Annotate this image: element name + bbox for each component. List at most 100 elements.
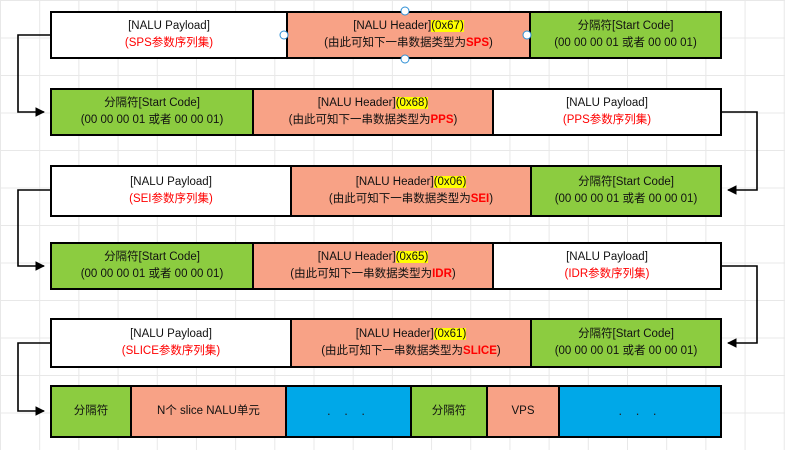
cell-nalu-header-idr[interactable]: [NALU Header](0x65) (由此可知下一串数据类型为IDR) — [252, 244, 492, 288]
header-note-suffix: ) — [453, 114, 458, 126]
paren-close: ) — [647, 114, 652, 126]
header-note-suffix: ) — [451, 268, 456, 280]
bottom-cell-label: 分隔符 — [73, 405, 109, 418]
bottom-cell-ellipsis-1[interactable]: . . . — [285, 387, 410, 436]
cell-nalu-payload-idr[interactable]: [NALU Payload] (IDR参数序列集) — [492, 244, 720, 288]
header-type: SPS — [465, 37, 489, 49]
payload-title: [NALU Payload] — [566, 251, 648, 264]
nalu-row-idr[interactable]: 分隔符[Start Code] (00 00 00 01 或者 00 00 01… — [50, 242, 722, 290]
header-note-prefix: (由此可知下一串数据类型为 — [288, 114, 431, 126]
header-type: IDR — [432, 268, 452, 280]
header-hex: (0x65) — [395, 251, 429, 264]
cell-start-code-pps[interactable]: 分隔符[Start Code] (00 00 00 01 或者 00 00 01… — [52, 90, 252, 134]
cell-start-code-sps[interactable]: 分隔符[Start Code] (00 00 00 01 或者 00 00 01… — [529, 13, 720, 57]
cell-start-code-sei[interactable]: 分隔符[Start Code] (00 00 00 01 或者 00 00 01… — [530, 167, 720, 215]
header-title: [NALU Header] — [355, 176, 434, 189]
header-note-line: (由此可知下一串数据类型为IDR) — [290, 266, 455, 283]
wire-idr-to-slice — [722, 265, 758, 348]
paren-close: ) — [209, 37, 214, 49]
payload-title: [NALU Payload] — [128, 20, 210, 33]
bottom-cell-slice-units[interactable]: N个 slice NALU单元 — [130, 387, 285, 436]
cell-nalu-payload-slice[interactable]: [NALU Payload] (SLICE参数序列集) — [52, 320, 290, 366]
paren-close: ) — [645, 268, 650, 280]
header-note-suffix: ) — [489, 37, 493, 49]
payload-sub-text: IDR参数序列集 — [568, 268, 646, 280]
cell-nalu-header-sps[interactable]: [NALU Header](0x67) (由此可知下一串数据类型为SPS) — [286, 13, 529, 57]
header-note-line: (由此可知下一串数据类型为SLICE) — [321, 343, 501, 360]
header-type: PPS — [430, 114, 454, 126]
header-hex: (0x67) — [431, 20, 464, 33]
payload-subtitle: (SLICE参数序列集) — [122, 343, 220, 360]
startcode-value: (00 00 00 01 或者 00 00 01) — [80, 114, 224, 126]
startcode-value: (00 00 00 01 或者 00 00 01) — [80, 268, 224, 280]
startcode-title: 分隔符[Start Code] — [578, 328, 674, 341]
bottom-cell-label: . . . — [326, 403, 371, 419]
nalu-row-slice[interactable]: [NALU Payload] (SLICE参数序列集) [NALU Header… — [50, 318, 722, 368]
header-title: [NALU Header] — [355, 328, 434, 341]
header-note-suffix: ) — [489, 193, 494, 205]
paren-open: ( — [121, 345, 126, 357]
header-hex: (0x61) — [433, 328, 467, 341]
header-title-line: [NALU Header](0x68) — [318, 95, 429, 112]
wire-pps-to-sei — [722, 111, 758, 195]
nalu-row-sei[interactable]: [NALU Payload] (SEI参数序列集) [NALU Header](… — [50, 165, 722, 217]
cell-start-code-slice[interactable]: 分隔符[Start Code] (00 00 00 01 或者 00 00 01… — [530, 320, 720, 366]
paren-open: ( — [564, 268, 569, 280]
header-title: [NALU Header] — [317, 97, 396, 110]
header-note-prefix: (由此可知下一串数据类型为 — [324, 37, 466, 49]
startcode-title: 分隔符[Start Code] — [104, 251, 200, 264]
cell-nalu-payload-sps[interactable]: [NALU Payload] (SPS参数序列集) — [52, 13, 286, 57]
bottom-cell-start-code-2[interactable]: 分隔符 — [410, 387, 486, 436]
bottom-cell-start-code-1[interactable]: 分隔符 — [52, 387, 130, 436]
wire-slice-to-bottom — [17, 342, 50, 416]
bottom-cell-label: VPS — [511, 405, 535, 418]
paren-open: ( — [562, 114, 567, 126]
header-type: SLICE — [463, 345, 497, 357]
bottom-cell-label: 分隔符 — [431, 405, 467, 418]
payload-subtitle: (PPS参数序列集) — [563, 112, 651, 129]
startcode-value: (00 00 00 01 或者 00 00 01) — [554, 193, 698, 205]
selection-handle-bottom[interactable] — [400, 54, 410, 64]
cell-nalu-payload-sei[interactable]: [NALU Payload] (SEI参数序列集) — [52, 167, 290, 215]
header-note-line: (由此可知下一串数据类型为PPS) — [289, 112, 458, 129]
cell-nalu-header-sei[interactable]: [NALU Header](0x06) (由此可知下一串数据类型为SEI) — [290, 167, 530, 215]
startcode-title: 分隔符[Start Code] — [578, 176, 674, 189]
cell-nalu-payload-pps[interactable]: [NALU Payload] (PPS参数序列集) — [492, 90, 720, 134]
bottom-cell-label: . . . — [618, 403, 662, 419]
header-note-suffix: ) — [496, 345, 501, 357]
payload-title: [NALU Payload] — [130, 328, 212, 341]
payload-subtitle: (SEI参数序列集) — [129, 191, 213, 208]
wire-sps-to-pps — [17, 34, 50, 117]
startcode-value: (00 00 00 01 或者 00 00 01) — [554, 345, 698, 357]
startcode-value: (00 00 00 01 或者 00 00 01) — [554, 37, 697, 49]
cell-start-code-idr[interactable]: 分隔符[Start Code] (00 00 00 01 或者 00 00 01… — [52, 244, 252, 288]
paren-open: ( — [129, 193, 133, 205]
paren-open: ( — [124, 37, 129, 49]
payload-sub-text: SLICE参数序列集 — [125, 345, 217, 357]
header-title-line: [NALU Header](0x67) — [353, 18, 464, 35]
cell-nalu-header-pps[interactable]: [NALU Header](0x68) (由此可知下一串数据类型为PPS) — [252, 90, 492, 134]
header-title-line: [NALU Header](0x06) — [356, 174, 467, 191]
header-note-line: (由此可知下一串数据类型为SEI) — [329, 191, 493, 208]
nalu-row-sps[interactable]: [NALU Payload] (SPS参数序列集) [NALU Header](… — [50, 11, 722, 59]
cell-nalu-header-slice[interactable]: [NALU Header](0x61) (由此可知下一串数据类型为SLICE) — [290, 320, 530, 366]
selection-handle-right[interactable] — [522, 30, 532, 40]
selection-handle-top[interactable] — [400, 6, 410, 16]
nalu-row-pps[interactable]: 分隔符[Start Code] (00 00 00 01 或者 00 00 01… — [50, 88, 722, 136]
bottom-cell-ellipsis-2[interactable]: . . . — [558, 387, 720, 436]
paren-close: ) — [209, 193, 213, 205]
payload-sub-text: SEI参数序列集 — [132, 193, 210, 205]
header-title-line: [NALU Header](0x65) — [318, 249, 429, 266]
selection-handle-left[interactable] — [279, 30, 289, 40]
header-title: [NALU Header] — [353, 20, 432, 33]
header-note-prefix: (由此可知下一串数据类型为 — [321, 345, 464, 357]
nalu-row-bottom[interactable]: 分隔符 N个 slice NALU单元 . . . 分隔符 VPS . . . — [50, 385, 722, 438]
header-note-prefix: (由此可知下一串数据类型为 — [290, 268, 433, 280]
payload-title: [NALU Payload] — [566, 97, 648, 110]
header-title-line: [NALU Header](0x61) — [356, 326, 467, 343]
bottom-cell-vps[interactable]: VPS — [486, 387, 558, 436]
payload-title: [NALU Payload] — [130, 176, 212, 189]
header-hex: (0x68) — [395, 97, 429, 110]
header-note-prefix: (由此可知下一串数据类型为 — [328, 193, 471, 205]
header-type: SEI — [470, 193, 490, 205]
